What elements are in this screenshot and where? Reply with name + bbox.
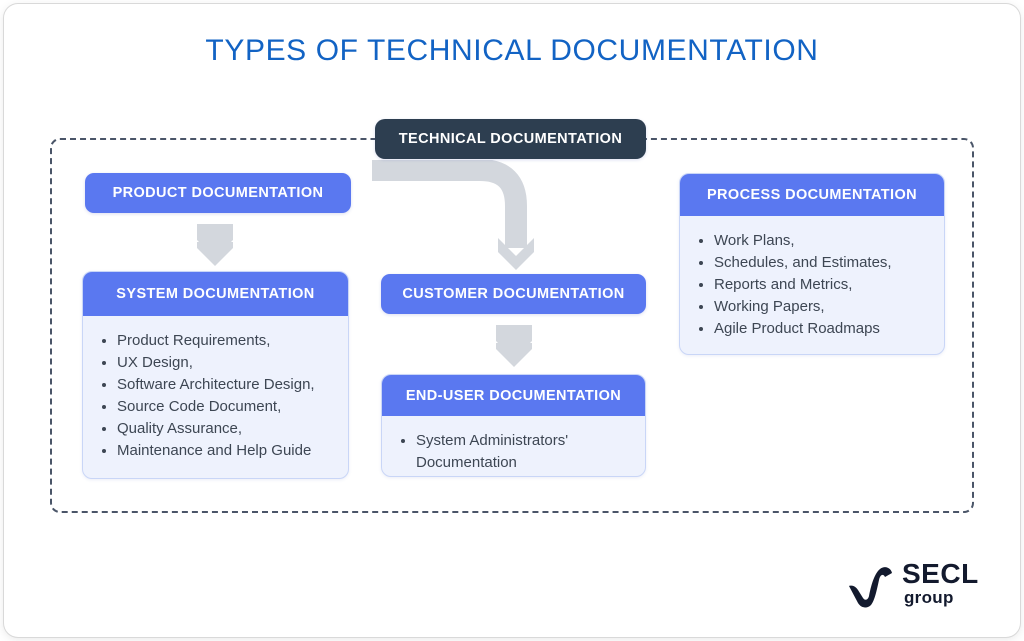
list-item: Work Plans, xyxy=(714,230,934,252)
card-system-documentation-header: SYSTEM DOCUMENTATION xyxy=(83,272,348,316)
node-technical-documentation[interactable]: TECHNICAL DOCUMENTATION xyxy=(375,119,646,159)
node-technical-documentation-label: TECHNICAL DOCUMENTATION xyxy=(398,131,623,147)
card-system-documentation-body: Product Requirements, UX Design, Softwar… xyxy=(83,316,348,474)
list-item: Quality Assurance, xyxy=(117,418,338,440)
card-enduser-documentation-header: END-USER DOCUMENTATION xyxy=(382,375,645,416)
list-item: Schedules, and Estimates, xyxy=(714,252,934,274)
node-product-documentation[interactable]: PRODUCT DOCUMENTATION xyxy=(85,173,351,213)
list-item: UX Design, xyxy=(117,352,338,374)
list-item: Product Requirements, xyxy=(117,330,338,352)
list-item: System Administrators' Documentation xyxy=(416,430,635,474)
card-enduser-documentation[interactable]: END-USER DOCUMENTATION System Administra… xyxy=(381,374,646,477)
card-process-documentation[interactable]: PROCESS DOCUMENTATION Work Plans, Schedu… xyxy=(679,173,945,355)
logo-subtext: group xyxy=(904,588,954,607)
checkmark-swoosh-icon xyxy=(846,560,896,610)
list-item: Software Architecture Design, xyxy=(117,374,338,396)
list-item: Working Papers, xyxy=(714,296,934,318)
enduser-documentation-list: System Administrators' Documentation xyxy=(394,430,635,474)
list-item: Agile Product Roadmaps xyxy=(714,318,934,340)
arrow-product-to-system xyxy=(197,224,233,266)
logo-wordmark: SECL xyxy=(902,558,979,589)
process-documentation-list: Work Plans, Schedules, and Estimates, Re… xyxy=(692,230,934,340)
arrow-customer-to-enduser xyxy=(496,325,532,367)
list-item: Reports and Metrics, xyxy=(714,274,934,296)
node-customer-documentation[interactable]: CUSTOMER DOCUMENTATION xyxy=(381,274,646,314)
node-customer-documentation-label: CUSTOMER DOCUMENTATION xyxy=(402,286,625,302)
list-item: Source Code Document, xyxy=(117,396,338,418)
secl-group-logo: SECL group xyxy=(846,556,978,614)
node-product-documentation-label: PRODUCT DOCUMENTATION xyxy=(112,185,324,201)
elbow-connector-root-to-customer xyxy=(358,160,558,282)
list-item: Maintenance and Help Guide xyxy=(117,440,338,462)
card-system-documentation[interactable]: SYSTEM DOCUMENTATION Product Requirement… xyxy=(82,271,349,479)
card-process-documentation-header: PROCESS DOCUMENTATION xyxy=(680,174,944,216)
system-documentation-list: Product Requirements, UX Design, Softwar… xyxy=(95,330,338,462)
card-process-documentation-body: Work Plans, Schedules, and Estimates, Re… xyxy=(680,216,944,352)
card-enduser-documentation-body: System Administrators' Documentation xyxy=(382,416,645,476)
page-title: TYPES OF TECHNICAL DOCUMENTATION xyxy=(205,34,819,67)
